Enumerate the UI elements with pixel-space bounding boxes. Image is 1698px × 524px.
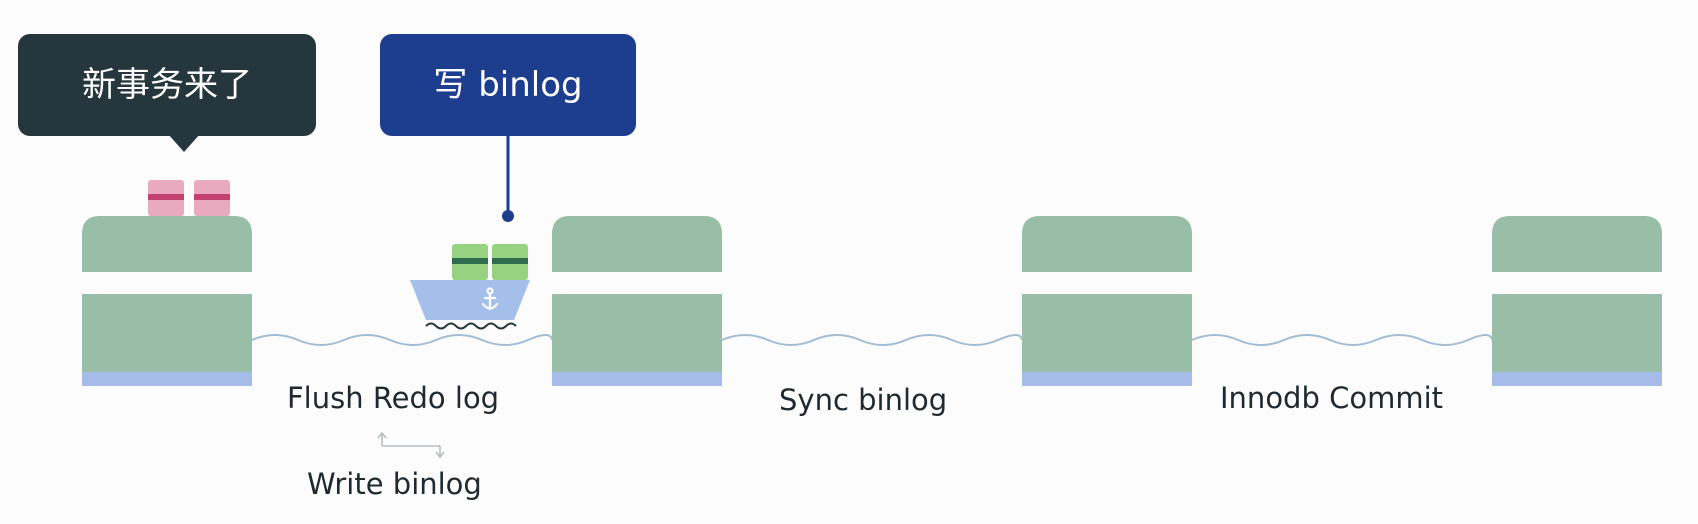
ship: [410, 244, 530, 330]
dock-body: [82, 294, 252, 372]
cargo-stripe: [452, 258, 488, 264]
write-binlog-text: 写 binlog: [433, 65, 583, 105]
ship-wake: [425, 322, 517, 330]
cargo-stripe: [148, 194, 184, 200]
new-transaction-text: 新事务来了: [82, 65, 252, 105]
dock-body: [1492, 294, 1662, 372]
dock-base: [82, 372, 252, 386]
river-line: [1191, 334, 1493, 346]
dock-body: [552, 294, 722, 372]
cargo-stripe: [492, 258, 528, 264]
dock-roof: [1022, 216, 1192, 272]
innodb-commit-label: Innodb Commit: [1220, 381, 1444, 415]
dock-roof: [82, 216, 252, 272]
river-line: [721, 334, 1023, 346]
dock-base: [552, 372, 722, 386]
dock-body: [1022, 294, 1192, 372]
dock-base: [1492, 372, 1662, 386]
flush-redo-log-label: Flush Redo log: [287, 381, 500, 415]
callout-tail: [168, 134, 200, 152]
dock-roof: [1492, 216, 1662, 272]
river-line: [251, 334, 553, 346]
anchor-icon: [481, 287, 499, 311]
swap-arrows-icon: [377, 431, 445, 459]
dock-2: [552, 216, 722, 386]
dock-4: [1492, 216, 1662, 386]
cargo-stripe: [194, 194, 230, 200]
dock-1: [82, 216, 252, 386]
write-binlog-label: Write binlog: [307, 467, 482, 501]
callout-pointer-dot: [502, 210, 514, 222]
pending-transaction-cargo: [148, 180, 230, 216]
write-binlog-callout: 写 binlog: [380, 34, 636, 136]
sync-binlog-label: Sync binlog: [779, 383, 948, 417]
new-transaction-callout: 新事务来了: [18, 34, 316, 152]
dock-roof: [552, 216, 722, 272]
ship-hull: [410, 280, 530, 320]
dock-3: [1022, 216, 1192, 386]
dock-base: [1022, 372, 1192, 386]
